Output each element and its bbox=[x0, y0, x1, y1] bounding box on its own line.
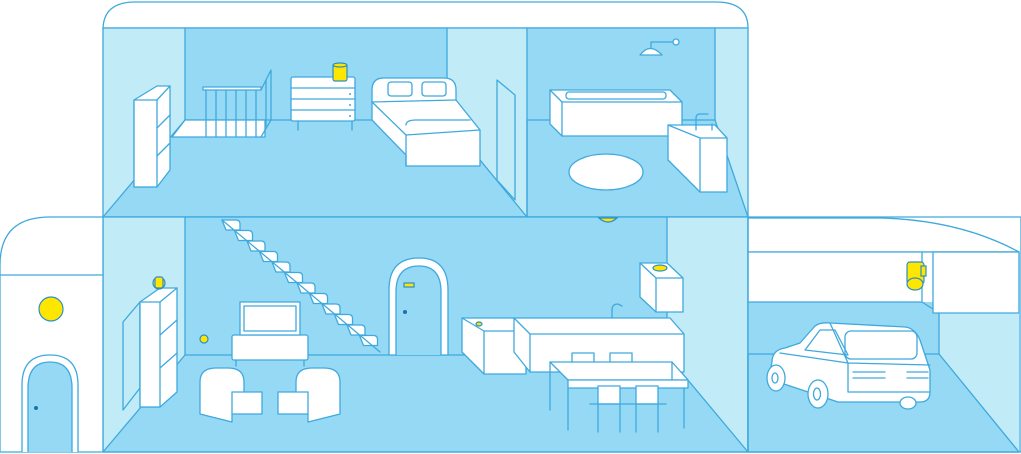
tv-stand bbox=[231, 301, 309, 367]
roof bbox=[102, 1, 749, 31]
smart-speaker-icon bbox=[332, 62, 348, 82]
ceiling-sensor-icon bbox=[597, 217, 619, 223]
bookshelf bbox=[133, 85, 171, 188]
stair-step bbox=[233, 229, 254, 242]
bath-rug bbox=[568, 153, 644, 191]
dining-table bbox=[549, 352, 689, 433]
staircase bbox=[221, 219, 381, 353]
stair-step bbox=[271, 261, 291, 273]
bed bbox=[371, 77, 481, 167]
armchair bbox=[199, 367, 263, 423]
doorbell-icon bbox=[38, 296, 64, 322]
stair-railing bbox=[171, 69, 272, 138]
shelf-unit bbox=[122, 287, 178, 411]
dresser bbox=[290, 76, 356, 131]
car bbox=[766, 322, 931, 410]
security-camera-icon bbox=[906, 261, 927, 291]
bedroom-door bbox=[496, 79, 516, 201]
smart-lock-icon bbox=[403, 282, 415, 288]
stair-step bbox=[221, 219, 241, 231]
bathtub bbox=[549, 89, 683, 137]
motion-sensor-icon bbox=[199, 334, 209, 344]
lower-floor bbox=[102, 216, 749, 453]
upper-floor bbox=[102, 1, 749, 218]
entrance-annex bbox=[0, 216, 104, 453]
security-camera-icon bbox=[152, 276, 166, 290]
stair-step bbox=[308, 292, 329, 305]
kitchen-counter bbox=[461, 303, 685, 375]
smoke-detector-icon bbox=[652, 264, 668, 272]
stair-stringer bbox=[221, 219, 381, 353]
stair-step bbox=[296, 282, 316, 294]
front-door[interactable] bbox=[388, 257, 449, 356]
sink-cabinet bbox=[667, 113, 728, 193]
shower-head bbox=[639, 38, 680, 56]
stair-step bbox=[283, 271, 304, 284]
thermostat-icon bbox=[475, 321, 483, 327]
stair-step bbox=[246, 240, 266, 252]
wall-cabinet bbox=[639, 262, 684, 313]
kitchen-right-wall bbox=[667, 217, 748, 452]
bathroom-right-wall bbox=[715, 28, 748, 217]
stair-step bbox=[258, 250, 279, 263]
armchair bbox=[277, 367, 341, 423]
garage bbox=[747, 216, 1021, 453]
